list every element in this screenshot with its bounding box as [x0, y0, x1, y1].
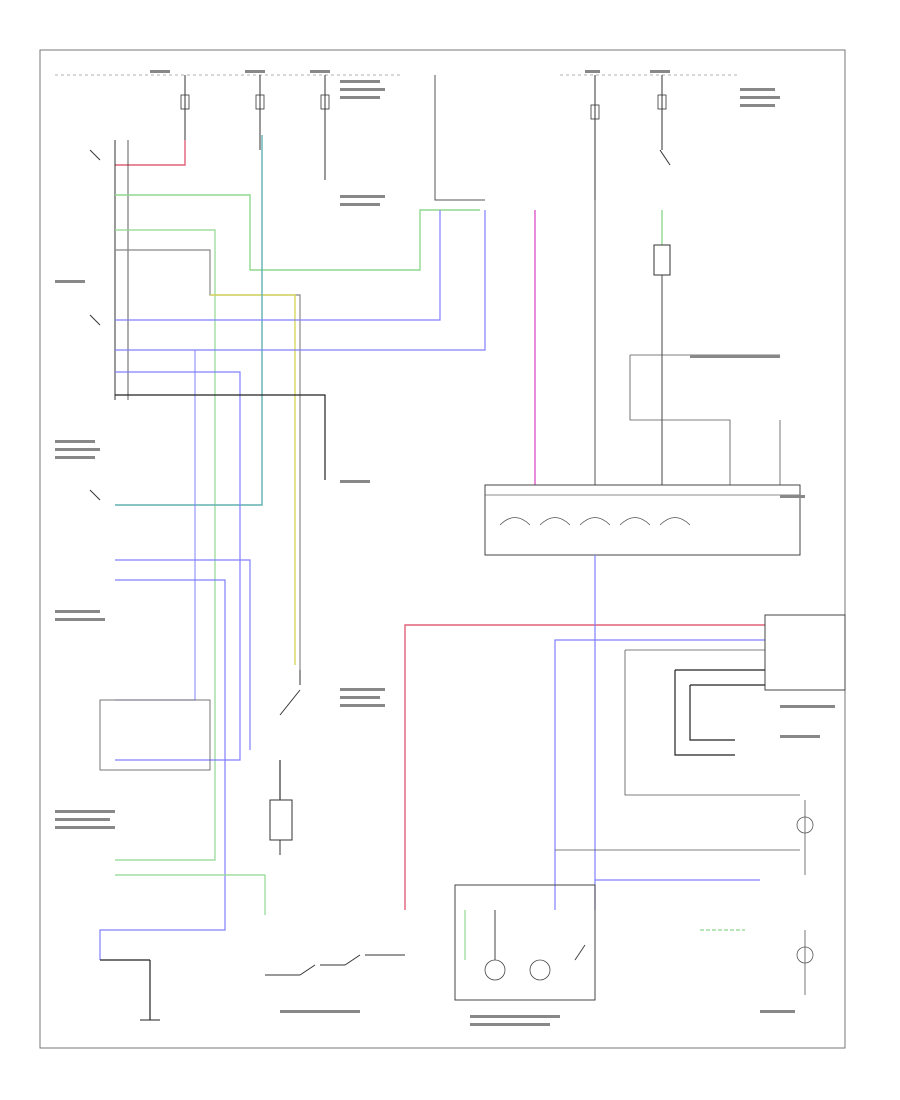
wire-blue-1	[115, 210, 441, 321]
wire-blue-2	[115, 210, 486, 351]
fuse-5	[657, 75, 667, 150]
dual-pressure-switch	[265, 954, 405, 976]
diagram-frame	[39, 49, 846, 1049]
ac-amplifier	[764, 614, 846, 691]
fuse-1	[180, 75, 190, 150]
wire-blue-3	[115, 371, 241, 761]
wire-gray-1	[115, 249, 301, 670]
wire-red-2	[404, 624, 765, 910]
wire-yellow-1	[210, 294, 296, 665]
compressor-clutch	[269, 760, 293, 855]
switch-left-3	[89, 489, 101, 501]
wire-blue-r1	[554, 639, 765, 910]
wire-blue-4	[115, 559, 251, 750]
blower-relay	[653, 244, 671, 485]
wire-blue-5	[99, 579, 226, 960]
switch-left-2	[89, 314, 101, 326]
heater-control	[454, 884, 596, 1001]
fuse-4	[590, 75, 600, 200]
wire-blue-6	[115, 350, 196, 701]
switch-left-1	[89, 149, 101, 161]
wire-red-1	[115, 140, 186, 166]
wire-green-2	[115, 229, 216, 861]
connector-box-mid	[99, 699, 211, 771]
wire-green-1	[115, 194, 480, 271]
ac-relay-switch	[279, 670, 301, 716]
blower-speed-block	[484, 484, 801, 556]
wire-gray-top	[434, 75, 485, 201]
wire-teal-1	[115, 135, 263, 506]
fuse-3	[320, 75, 330, 180]
fuse-2	[255, 75, 265, 150]
wire-black-1	[115, 394, 326, 480]
switch-right-1	[659, 149, 671, 166]
label-marks	[55, 70, 835, 1026]
wire-green-3	[115, 874, 266, 915]
